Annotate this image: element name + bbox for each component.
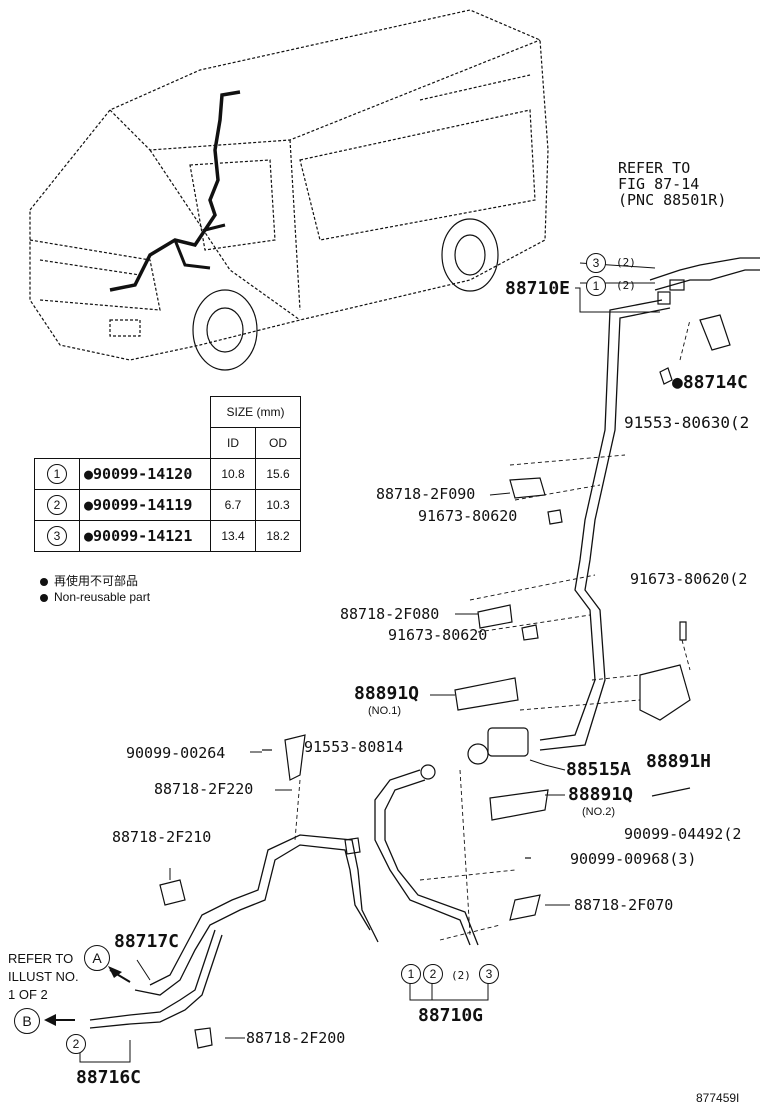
van-pipe-route bbox=[109, 90, 241, 292]
marker-2: 2 bbox=[423, 964, 443, 984]
part-88710E[interactable]: 88710E bbox=[505, 278, 571, 299]
dashed-leaders bbox=[294, 319, 691, 941]
legend-jp: 再使用不可部品 bbox=[40, 572, 138, 589]
row-id: 6.7 bbox=[210, 489, 256, 521]
part-88718-2F200[interactable]: 88718-2F200 bbox=[246, 1029, 346, 1047]
figure-id: 877459I bbox=[696, 1091, 740, 1105]
table-row: 2 ●90099-14119 6.7 10.3 bbox=[34, 489, 301, 521]
part-88714C[interactable]: ●88714C bbox=[672, 372, 748, 393]
part-91553-80630[interactable]: 91553-80630(2 bbox=[624, 413, 750, 432]
part-88710G[interactable]: 88710G bbox=[418, 1005, 484, 1026]
solid-leaders bbox=[79, 262, 660, 1063]
ref-marker-a[interactable]: A bbox=[84, 945, 110, 971]
size-header: SIZE (mm) bbox=[210, 396, 301, 428]
qty-note: (2) bbox=[451, 969, 471, 982]
marker-2: 2 bbox=[66, 1034, 86, 1054]
part-91553-80814[interactable]: 91553-80814 bbox=[304, 738, 404, 756]
row-od: 10.3 bbox=[255, 489, 301, 521]
part-88717C[interactable]: 88717C bbox=[114, 931, 180, 952]
id-header: ID bbox=[210, 427, 256, 459]
hose-size-table: SIZE (mm) ID OD 1 ●90099-14120 10.8 15.6… bbox=[34, 396, 301, 552]
upper-pipe-bundle bbox=[539, 257, 760, 751]
legend-en: Non-reusable part bbox=[40, 590, 150, 604]
part-88718-2F080[interactable]: 88718-2F080 bbox=[340, 605, 440, 623]
part-88718-2F070[interactable]: 88718-2F070 bbox=[574, 896, 674, 914]
refer-note-left: REFER TO ILLUST NO. 1 OF 2 bbox=[8, 951, 79, 1002]
row-od: 18.2 bbox=[255, 520, 301, 552]
van-front bbox=[29, 239, 161, 337]
ref-marker-b[interactable]: B bbox=[14, 1008, 40, 1034]
van-illustration bbox=[29, 9, 549, 361]
marker-1: 1 bbox=[586, 276, 606, 296]
part-88718-2F090[interactable]: 88718-2F090 bbox=[376, 485, 476, 503]
od-header: OD bbox=[255, 427, 301, 459]
part-90099-04492[interactable]: 90099-04492(2 bbox=[624, 825, 742, 843]
lower-pipe-bundle bbox=[89, 769, 479, 1029]
marker-3: 3 bbox=[586, 253, 606, 273]
row-od: 15.6 bbox=[255, 458, 301, 490]
row-index: 3 bbox=[47, 526, 67, 546]
table-row: 1 ●90099-14120 10.8 15.6 bbox=[34, 458, 301, 490]
row-id: 10.8 bbox=[210, 458, 256, 490]
no2-note: (NO.2) bbox=[582, 806, 615, 818]
table-row: 3 ●90099-14121 13.4 18.2 bbox=[34, 520, 301, 552]
qty-note: (2) bbox=[616, 256, 636, 269]
row-part[interactable]: ●90099-14120 bbox=[79, 458, 211, 490]
part-88515A[interactable]: 88515A bbox=[566, 759, 632, 780]
row-index: 1 bbox=[47, 464, 67, 484]
refer-note-top: REFER TO FIG 87-14 (PNC 88501R) bbox=[618, 159, 727, 209]
no1-note: (NO.1) bbox=[368, 705, 401, 717]
qty-note: (2) bbox=[616, 279, 636, 292]
part-90099-00264[interactable]: 90099-00264 bbox=[126, 744, 226, 762]
bullet-icon bbox=[40, 593, 48, 602]
part-88718-2F210[interactable]: 88718-2F210 bbox=[112, 828, 212, 846]
row-part[interactable]: ●90099-14121 bbox=[79, 520, 211, 552]
part-91673-80620[interactable]: 91673-80620 bbox=[418, 507, 518, 525]
row-index: 2 bbox=[47, 495, 67, 515]
marker-1: 1 bbox=[401, 964, 421, 984]
marker-3: 3 bbox=[479, 964, 499, 984]
part-91673-80620[interactable]: 91673-80620 bbox=[388, 626, 488, 644]
part-90099-00968[interactable]: 90099-00968(3) bbox=[570, 850, 697, 868]
row-id: 13.4 bbox=[210, 520, 256, 552]
part-88891H[interactable]: 88891H bbox=[646, 751, 712, 772]
part-88891Q-no1[interactable]: 88891Q bbox=[354, 683, 420, 704]
part-88718-2F220[interactable]: 88718-2F220 bbox=[154, 780, 254, 798]
van-wheels bbox=[192, 218, 499, 371]
part-91673-80620-2[interactable]: 91673-80620(2 bbox=[630, 570, 748, 588]
part-88716C[interactable]: 88716C bbox=[76, 1067, 142, 1088]
part-88891Q-no2[interactable]: 88891Q bbox=[568, 784, 634, 805]
row-part[interactable]: ●90099-14119 bbox=[79, 489, 211, 521]
bolts bbox=[262, 367, 691, 859]
bullet-icon bbox=[40, 577, 48, 586]
